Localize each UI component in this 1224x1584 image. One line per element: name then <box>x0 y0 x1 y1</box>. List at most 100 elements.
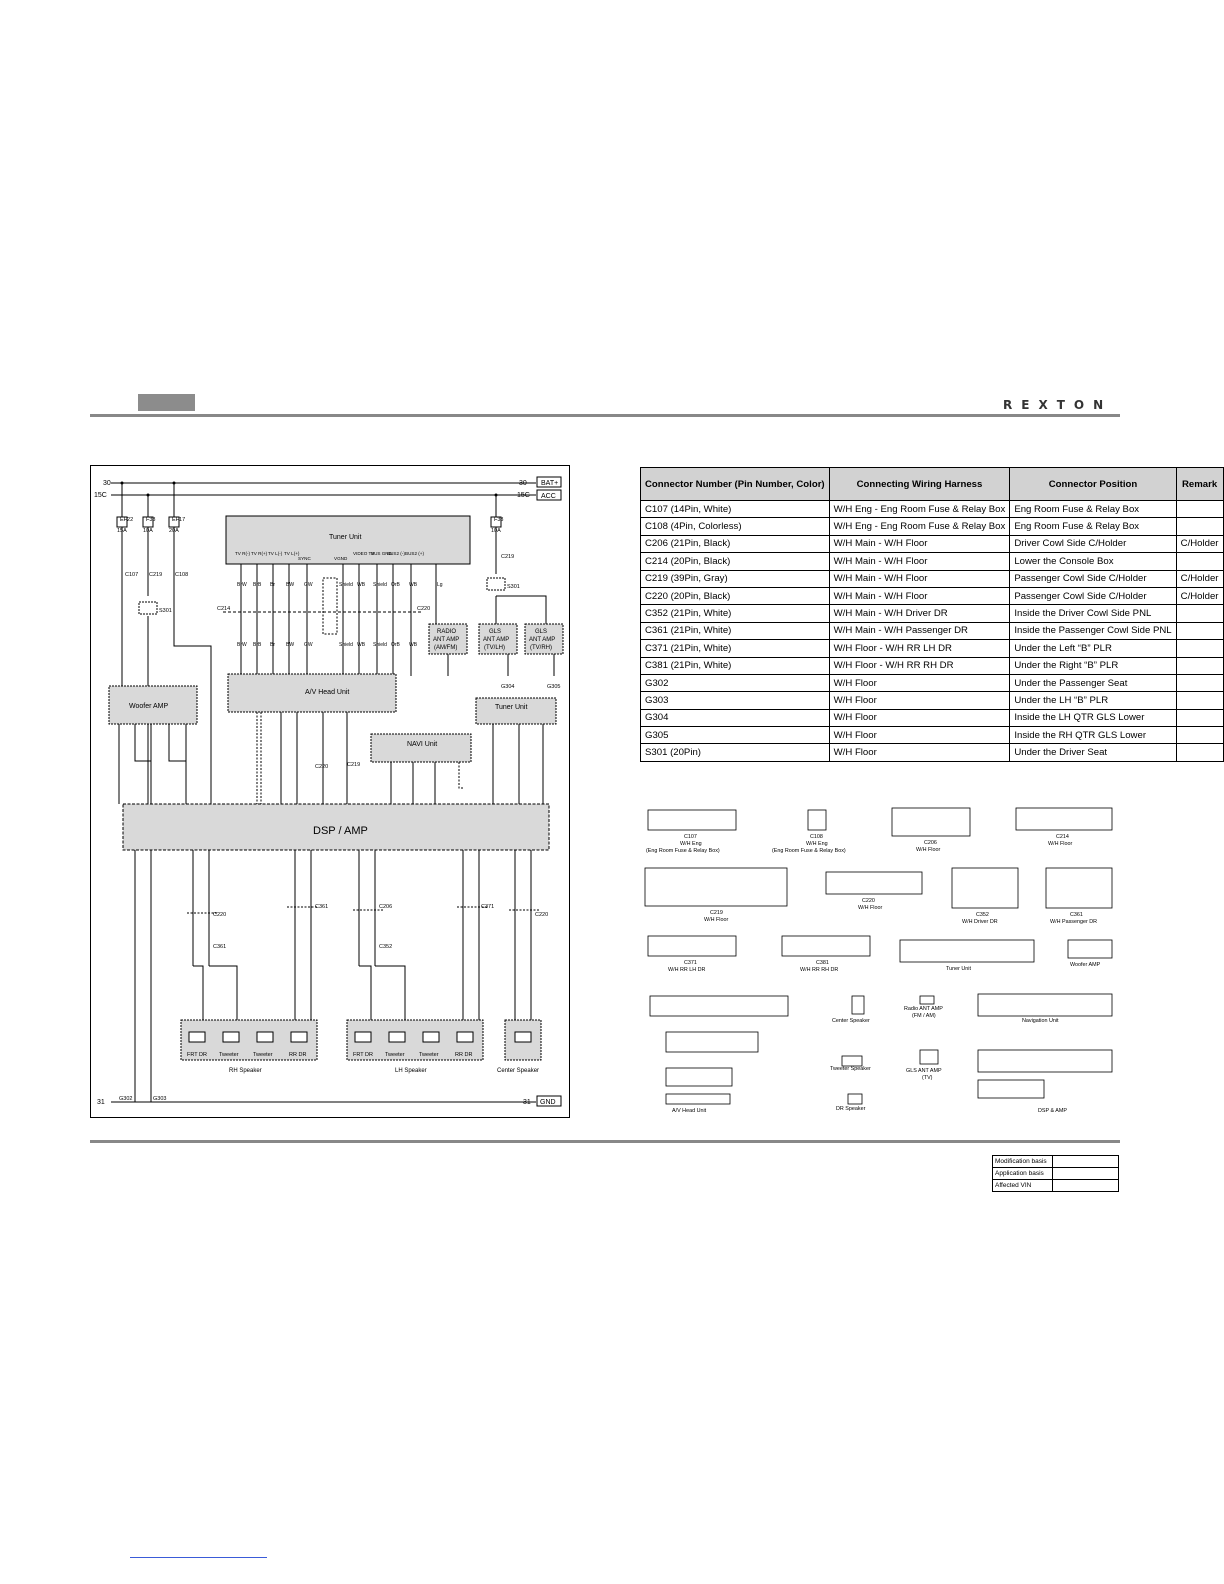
table-cell: C108 (4Pin, Colorless) <box>640 517 830 536</box>
table-cell: Passenger Cowl Side C/Holder <box>1009 569 1177 588</box>
gls-ant-caption: GLS ANT AMP <box>906 1068 942 1074</box>
gls-ant-amp-rh-box <box>524 623 564 655</box>
svg-text:W/H RR RH DR: W/H RR RH DR <box>800 967 838 973</box>
svg-text:W/H Eng: W/H Eng <box>806 841 828 847</box>
table-cell: W/H Main - W/H Floor <box>828 534 1011 554</box>
svg-text:WB: WB <box>357 582 366 588</box>
table-cell <box>1175 552 1224 571</box>
svg-text:BrW: BrW <box>237 582 247 588</box>
connector-captions: C107 W/H Eng (Eng Room Fuse & Relay Box)… <box>646 834 1101 1114</box>
c371-caption: C371 <box>684 960 697 966</box>
fuse-ef22-name: EF22 <box>120 517 133 523</box>
table-cell <box>1175 743 1224 762</box>
av-wires <box>256 712 348 804</box>
av-head-caption: A/V Head Unit <box>672 1108 707 1114</box>
table-cell: Under the Passenger Seat <box>1009 673 1177 693</box>
table-cell: W/H Main - W/H Floor <box>828 569 1011 588</box>
gls-rh-label-2: ANT AMP <box>529 637 555 643</box>
modification-table: Modification basis Application basis Aff… <box>992 1155 1119 1192</box>
c352-caption: C352 <box>976 912 989 918</box>
table-row: Application basis <box>992 1167 1119 1180</box>
svg-text:VGND: VGND <box>334 556 348 561</box>
svg-text:W/H Floor: W/H Floor <box>1048 841 1072 847</box>
table-cell: Under the Driver Seat <box>1009 743 1177 762</box>
conn-c219-label: C219 <box>149 572 162 578</box>
fuse-f38-name: F38 <box>146 517 155 523</box>
svg-text:W/H Driver DR: W/H Driver DR <box>962 919 998 925</box>
header-rule <box>90 414 1120 417</box>
table-row: Affected VIN <box>992 1179 1119 1192</box>
radio-ant-amp-label-1: RADIO <box>437 629 456 635</box>
svg-text:Tweeter: Tweeter <box>253 1052 273 1058</box>
tuner-signal-wires <box>240 564 437 676</box>
col-connector-number: Connector Number (Pin Number, Color) <box>640 467 830 501</box>
table-cell: W/H Floor - W/H RR LH DR <box>828 639 1011 658</box>
svg-text:TV L(+): TV L(+) <box>284 551 300 556</box>
acc-rail-num: 15C <box>94 492 107 499</box>
svg-text:BUS GND: BUS GND <box>371 551 393 556</box>
radio-ant-caption: Radio ANT AMP <box>904 1006 943 1012</box>
svg-text:Shield: Shield <box>373 642 387 648</box>
table-cell: W/H Eng - Eng Room Fuse & Relay Box <box>828 517 1011 536</box>
bat-rail-num-right: 30 <box>519 480 527 487</box>
inline-c220-av-label: C220 <box>315 764 328 770</box>
table-cell: Passenger Cowl Side C/Holder <box>1009 586 1177 606</box>
inline-c220-center-label: C220 <box>535 912 548 918</box>
table-cell: C361 (21Pin, White) <box>640 621 830 641</box>
svg-text:WB: WB <box>357 642 366 648</box>
svg-text:BrB: BrB <box>253 582 262 588</box>
splice-s301-left <box>138 601 158 615</box>
inline-c219-av-label: C219 <box>347 762 360 768</box>
svg-text:OrB: OrB <box>391 582 401 588</box>
table-cell: W/H Main - W/H Driver DR <box>828 604 1011 623</box>
tuner-unit-label: Tuner Unit <box>329 534 361 541</box>
table-cell: Under the Left “B” PLR <box>1009 639 1177 658</box>
av-head-unit-box <box>227 673 397 713</box>
table-cell: G303 <box>640 691 830 710</box>
table-cell: Under the LH “B” PLR <box>1009 691 1177 710</box>
splice-s301-left-label: S301 <box>159 608 172 614</box>
table-header-row: Connector Number (Pin Number, Color) Con… <box>640 467 1224 501</box>
table-cell: C220 (20Pin, Black) <box>640 586 830 606</box>
gls-lh-label-2: ANT AMP <box>483 637 509 643</box>
svg-text:WB: WB <box>409 642 418 648</box>
svg-text:Shield: Shield <box>339 642 353 648</box>
tuner-caption: Tuner Unit <box>946 966 971 972</box>
speaker-icons <box>188 1031 532 1043</box>
woofer-wires <box>118 724 187 804</box>
center-speaker-label: Center Speaker <box>497 1068 539 1074</box>
navi-unit-label: NAVI Unit <box>407 741 437 748</box>
table-cell: W/H Main - W/H Passenger DR <box>828 621 1011 641</box>
inline-c361-label: C361 <box>315 904 328 910</box>
svg-text:W/H Eng: W/H Eng <box>680 841 702 847</box>
acc-rail-num-right: 15C <box>517 492 530 499</box>
table-cell <box>1175 639 1224 658</box>
gls-lh-label-1: GLS <box>489 629 501 635</box>
svg-text:SYNC: SYNC <box>298 556 311 561</box>
svg-text:OrB: OrB <box>391 642 401 648</box>
svg-text:W/H RR LH DR: W/H RR LH DR <box>668 967 706 973</box>
svg-text:RR DR: RR DR <box>289 1052 306 1058</box>
acc-tag <box>536 489 562 501</box>
table-cell: C381 (21Pin, White) <box>640 656 830 675</box>
svg-text:TV R(+): TV R(+) <box>251 551 268 556</box>
svg-text:FRT DR: FRT DR <box>353 1052 373 1058</box>
col-remark: Remark <box>1175 467 1224 501</box>
gls-rh-label-3: (TV/RH) <box>530 645 552 651</box>
svg-text:BW: BW <box>286 642 294 648</box>
gnd-tag <box>536 1095 562 1107</box>
table-cell: W/H Floor <box>828 726 1011 745</box>
table-row: C371 (21Pin, White)W/H Floor - W/H RR LH… <box>640 639 1224 658</box>
table-cell: G302 <box>640 673 830 693</box>
footer-rule <box>90 1140 1120 1143</box>
inline-c206-label: C206 <box>379 904 392 910</box>
table-cell: Driver Cowl Side C/Holder <box>1009 534 1177 554</box>
bat-rail-num: 30 <box>103 480 111 487</box>
table-cell: Inside the Passenger Cowl Side PNL <box>1009 621 1177 641</box>
svg-text:GW: GW <box>304 642 313 648</box>
woofer-amp-box <box>108 685 198 725</box>
